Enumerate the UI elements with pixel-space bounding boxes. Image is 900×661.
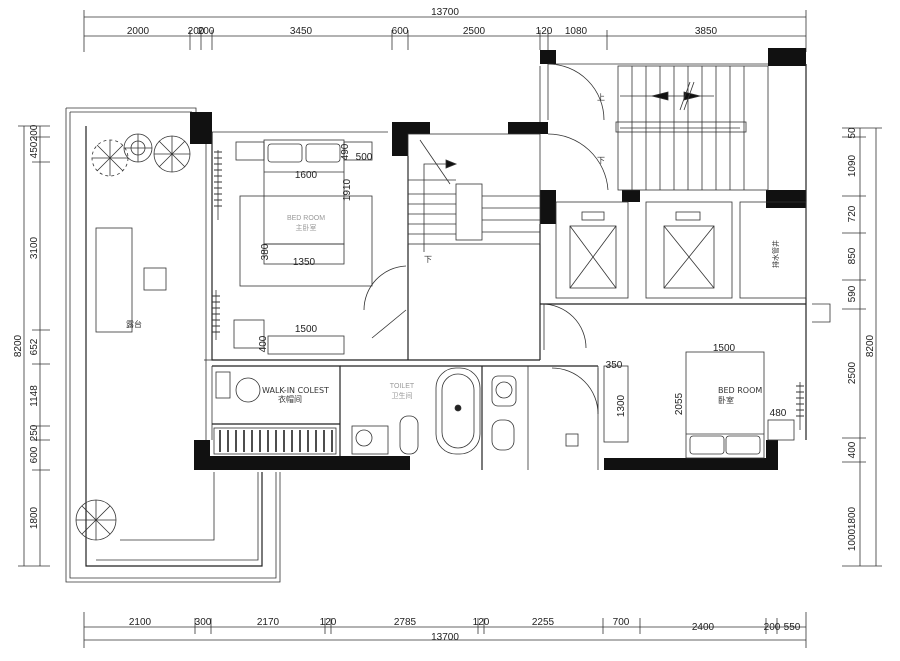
dim-desk-width: 1500: [295, 324, 318, 335]
dim-left-6: 600: [29, 446, 40, 463]
dim-top-2: 200: [198, 26, 215, 37]
dim-bed1-width: 1600: [295, 170, 318, 181]
dim-left-2: 3100: [29, 236, 40, 259]
dim-bottom-5: 120: [473, 617, 490, 628]
building-outline: [204, 63, 831, 470]
dim-bottom-9: 200: [764, 622, 781, 633]
pipe-shaft-label: 排水管井: [771, 240, 780, 268]
elevator-left: [555, 201, 629, 299]
dim-right-2: 720: [847, 205, 858, 222]
dim-bottom-6: 2255: [532, 617, 555, 628]
dim-bath-1300: 1300: [616, 394, 627, 417]
door-swing: [547, 63, 605, 121]
right-dimension-lines: [842, 127, 882, 567]
dim-rug-width: 1350: [293, 257, 316, 268]
terrace-outline: [65, 107, 388, 583]
walkin-closet-furniture: [213, 371, 337, 455]
top-dimension-lines: [83, 10, 807, 52]
dim-bottom-8: 2400: [692, 622, 715, 633]
dim-bottom-total: 13700: [431, 632, 459, 643]
dim-bed2-width: 1500: [713, 343, 736, 354]
dim-right-total: 8200: [865, 334, 876, 357]
dim-top-0: 2000: [127, 26, 150, 37]
dim-rug-depth: 380: [260, 243, 271, 260]
dim-left-1: 450: [29, 141, 40, 158]
stair-down-label: 下: [597, 156, 605, 165]
dim-left-4: 1148: [29, 385, 40, 407]
terrace-label: 露台: [126, 319, 142, 329]
dim-right-6: 400: [847, 441, 858, 458]
stair-up-label: 上: [597, 93, 605, 102]
dim-bottom-7: 700: [613, 617, 630, 628]
master-room-label-en: BED ROOM: [287, 215, 325, 222]
bed2-room-label-en: BED ROOM: [718, 386, 762, 395]
left-dimension-lines: [18, 125, 50, 567]
dim-bath-350: 350: [606, 360, 623, 371]
dim-bed2-length: 2055: [674, 392, 685, 415]
dim-bottom-1: 300: [195, 617, 212, 628]
pipe-shaft: [739, 201, 807, 299]
dim-side1-depth: 490: [340, 143, 351, 160]
elevator-right: [645, 201, 733, 299]
wardrobe-hatch: [212, 151, 222, 333]
dim-top-8: 3850: [695, 26, 718, 37]
bottom-dimension-lines: [83, 612, 807, 648]
door-swing: [541, 303, 587, 350]
dim-desk-depth: 400: [258, 335, 269, 352]
dim-top-3: 3450: [290, 26, 313, 37]
dim-right-5: 2500: [847, 361, 858, 384]
dim-left-7: 1800: [29, 506, 40, 529]
dim-top-1: 200: [188, 26, 205, 37]
door-swing: [551, 367, 599, 415]
bed2-room-label-cn: 卧室: [718, 395, 734, 405]
dim-right-7: 1800: [847, 506, 858, 529]
toilet-fixtures: [351, 367, 579, 455]
dim-right-4: 590: [847, 285, 858, 302]
dim-bottom-0: 2100: [129, 617, 152, 628]
plant-icon: [123, 133, 153, 163]
bedroom-2-furniture: [603, 351, 801, 459]
walkin-label-cn: 衣帽间: [278, 394, 302, 404]
dim-left-3: 652: [29, 338, 40, 355]
dim-left-0: 200: [29, 124, 40, 141]
dim-left-5: 250: [29, 424, 40, 441]
bed2-hatch: [796, 385, 804, 417]
dim-bottom-10: 550: [784, 622, 801, 633]
staircase-middle: [407, 133, 541, 252]
plant-icon: [91, 139, 129, 177]
door-swing: [363, 265, 407, 339]
dim-right-3: 850: [847, 247, 858, 264]
dim-bottom-3: 120: [320, 617, 337, 628]
dim-bed1-length: 1910: [342, 178, 353, 201]
dim-top-7: 1080: [565, 26, 588, 37]
dim-top-4: 600: [392, 26, 409, 37]
dim-right-0: 50: [847, 127, 858, 139]
toilet-label-cn: 卫生间: [392, 391, 413, 400]
plant-icon: [153, 135, 191, 173]
dim-right-1: 1090: [847, 154, 858, 177]
plant-icon: [75, 499, 117, 541]
toilet-label-en: TOILET: [390, 383, 415, 390]
stair-down-label-2: 下: [424, 255, 432, 264]
dim-side2-width: 480: [770, 408, 787, 419]
dim-top-6: 120: [536, 26, 553, 37]
door-swing: [547, 133, 609, 191]
walkin-label-en: WALK-IN COLEST: [262, 386, 329, 395]
dim-bottom-4: 2785: [394, 617, 417, 628]
staircase-right: [615, 65, 769, 191]
dim-top-total: 13700: [431, 7, 459, 18]
dim-top-5: 2500: [463, 26, 486, 37]
dim-right-extra: 1000: [847, 528, 858, 551]
closet-hangers: [219, 430, 333, 452]
dim-side1-width: 500: [356, 152, 373, 163]
building-walls: [190, 48, 806, 470]
dim-bottom-2: 2170: [257, 617, 280, 628]
dim-left-total: 8200: [13, 334, 24, 357]
master-room-label-cn: 主卧室: [296, 223, 317, 232]
